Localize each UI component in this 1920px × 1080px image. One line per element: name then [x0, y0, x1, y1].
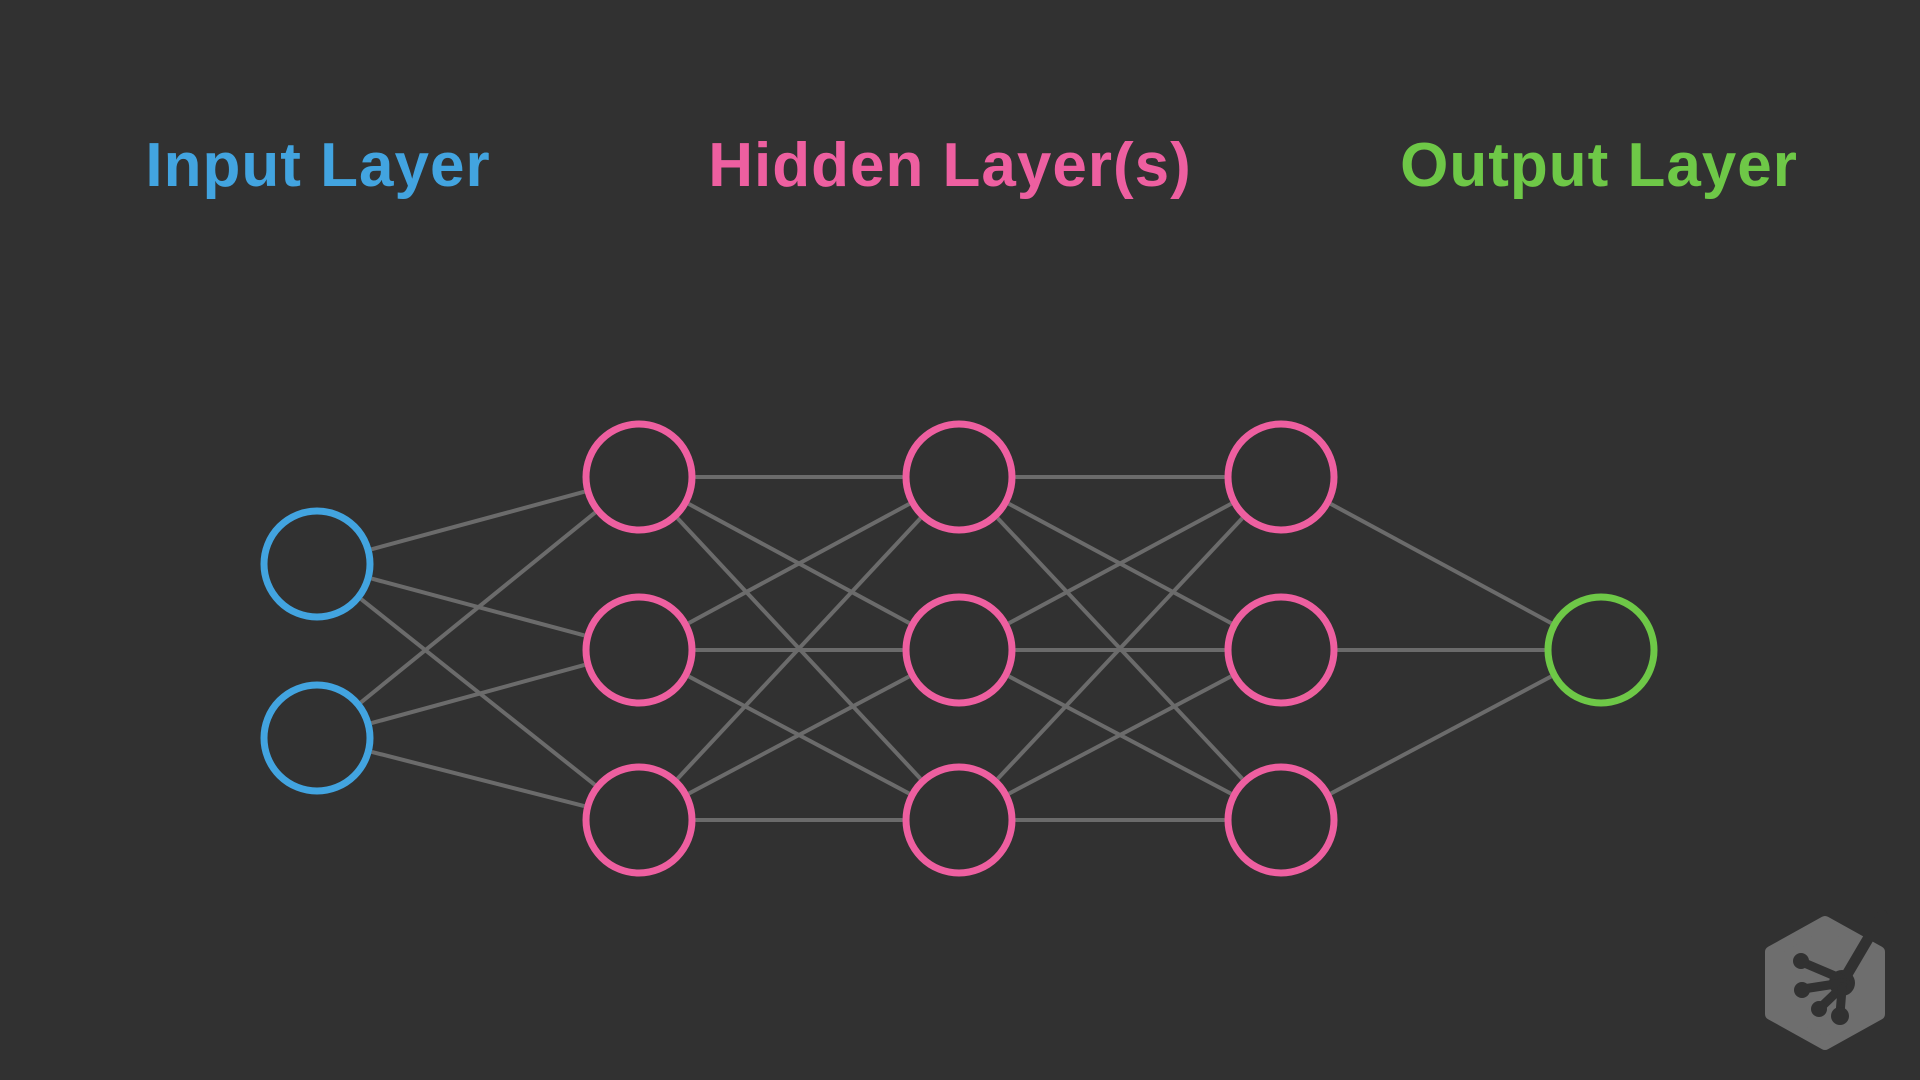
edge-hidden-1-n1-to-hidden-2-n0: [687, 502, 911, 625]
edge-hidden-1-n2-to-hidden-2-n0: [676, 516, 922, 781]
edge-hidden-1-n2-to-hidden-2-n1: [687, 674, 911, 796]
hidden-1-node-2: [582, 593, 696, 707]
input-node-1: [260, 507, 374, 621]
connection-lines: [359, 475, 1553, 822]
logo-claw-cutout: [1793, 910, 1888, 1025]
edge-hidden-3-n2-to-output-n0: [1329, 674, 1553, 796]
neuron-nodes: [260, 420, 1658, 877]
hidden-layer-label: Hidden Layer(s): [708, 131, 1192, 200]
hidden-3-node-1: [1224, 420, 1338, 534]
edge-hidden-3-n0-to-output-n0: [1329, 502, 1553, 625]
brand-logo-icon: [1765, 910, 1888, 1050]
edge-input-n1-to-hidden-1-n0: [359, 511, 597, 704]
hidden-1-node-3: [582, 763, 696, 877]
hidden-1-node-1: [582, 420, 696, 534]
hidden-3-node-2: [1224, 593, 1338, 707]
hidden-2-node-3: [902, 763, 1016, 877]
edge-input-n0-to-hidden-1-n0: [370, 489, 586, 552]
input-node-2: [260, 681, 374, 795]
input-layer-label: Input Layer: [145, 131, 491, 200]
output-node-1: [1544, 593, 1658, 707]
hidden-3-node-3: [1224, 763, 1338, 877]
hidden-2-node-2: [902, 593, 1016, 707]
edge-hidden-2-n2-to-hidden-3-n1: [1008, 674, 1232, 796]
hidden-2-node-1: [902, 420, 1016, 534]
edge-input-n1-to-hidden-1-n2: [371, 749, 585, 809]
edge-hidden-2-n2-to-hidden-3-n0: [996, 516, 1244, 781]
edge-hidden-2-n1-to-hidden-3-n0: [1007, 501, 1233, 626]
edge-input-n1-to-hidden-1-n1: [370, 662, 586, 726]
output-layer-label: Output Layer: [1400, 131, 1798, 200]
